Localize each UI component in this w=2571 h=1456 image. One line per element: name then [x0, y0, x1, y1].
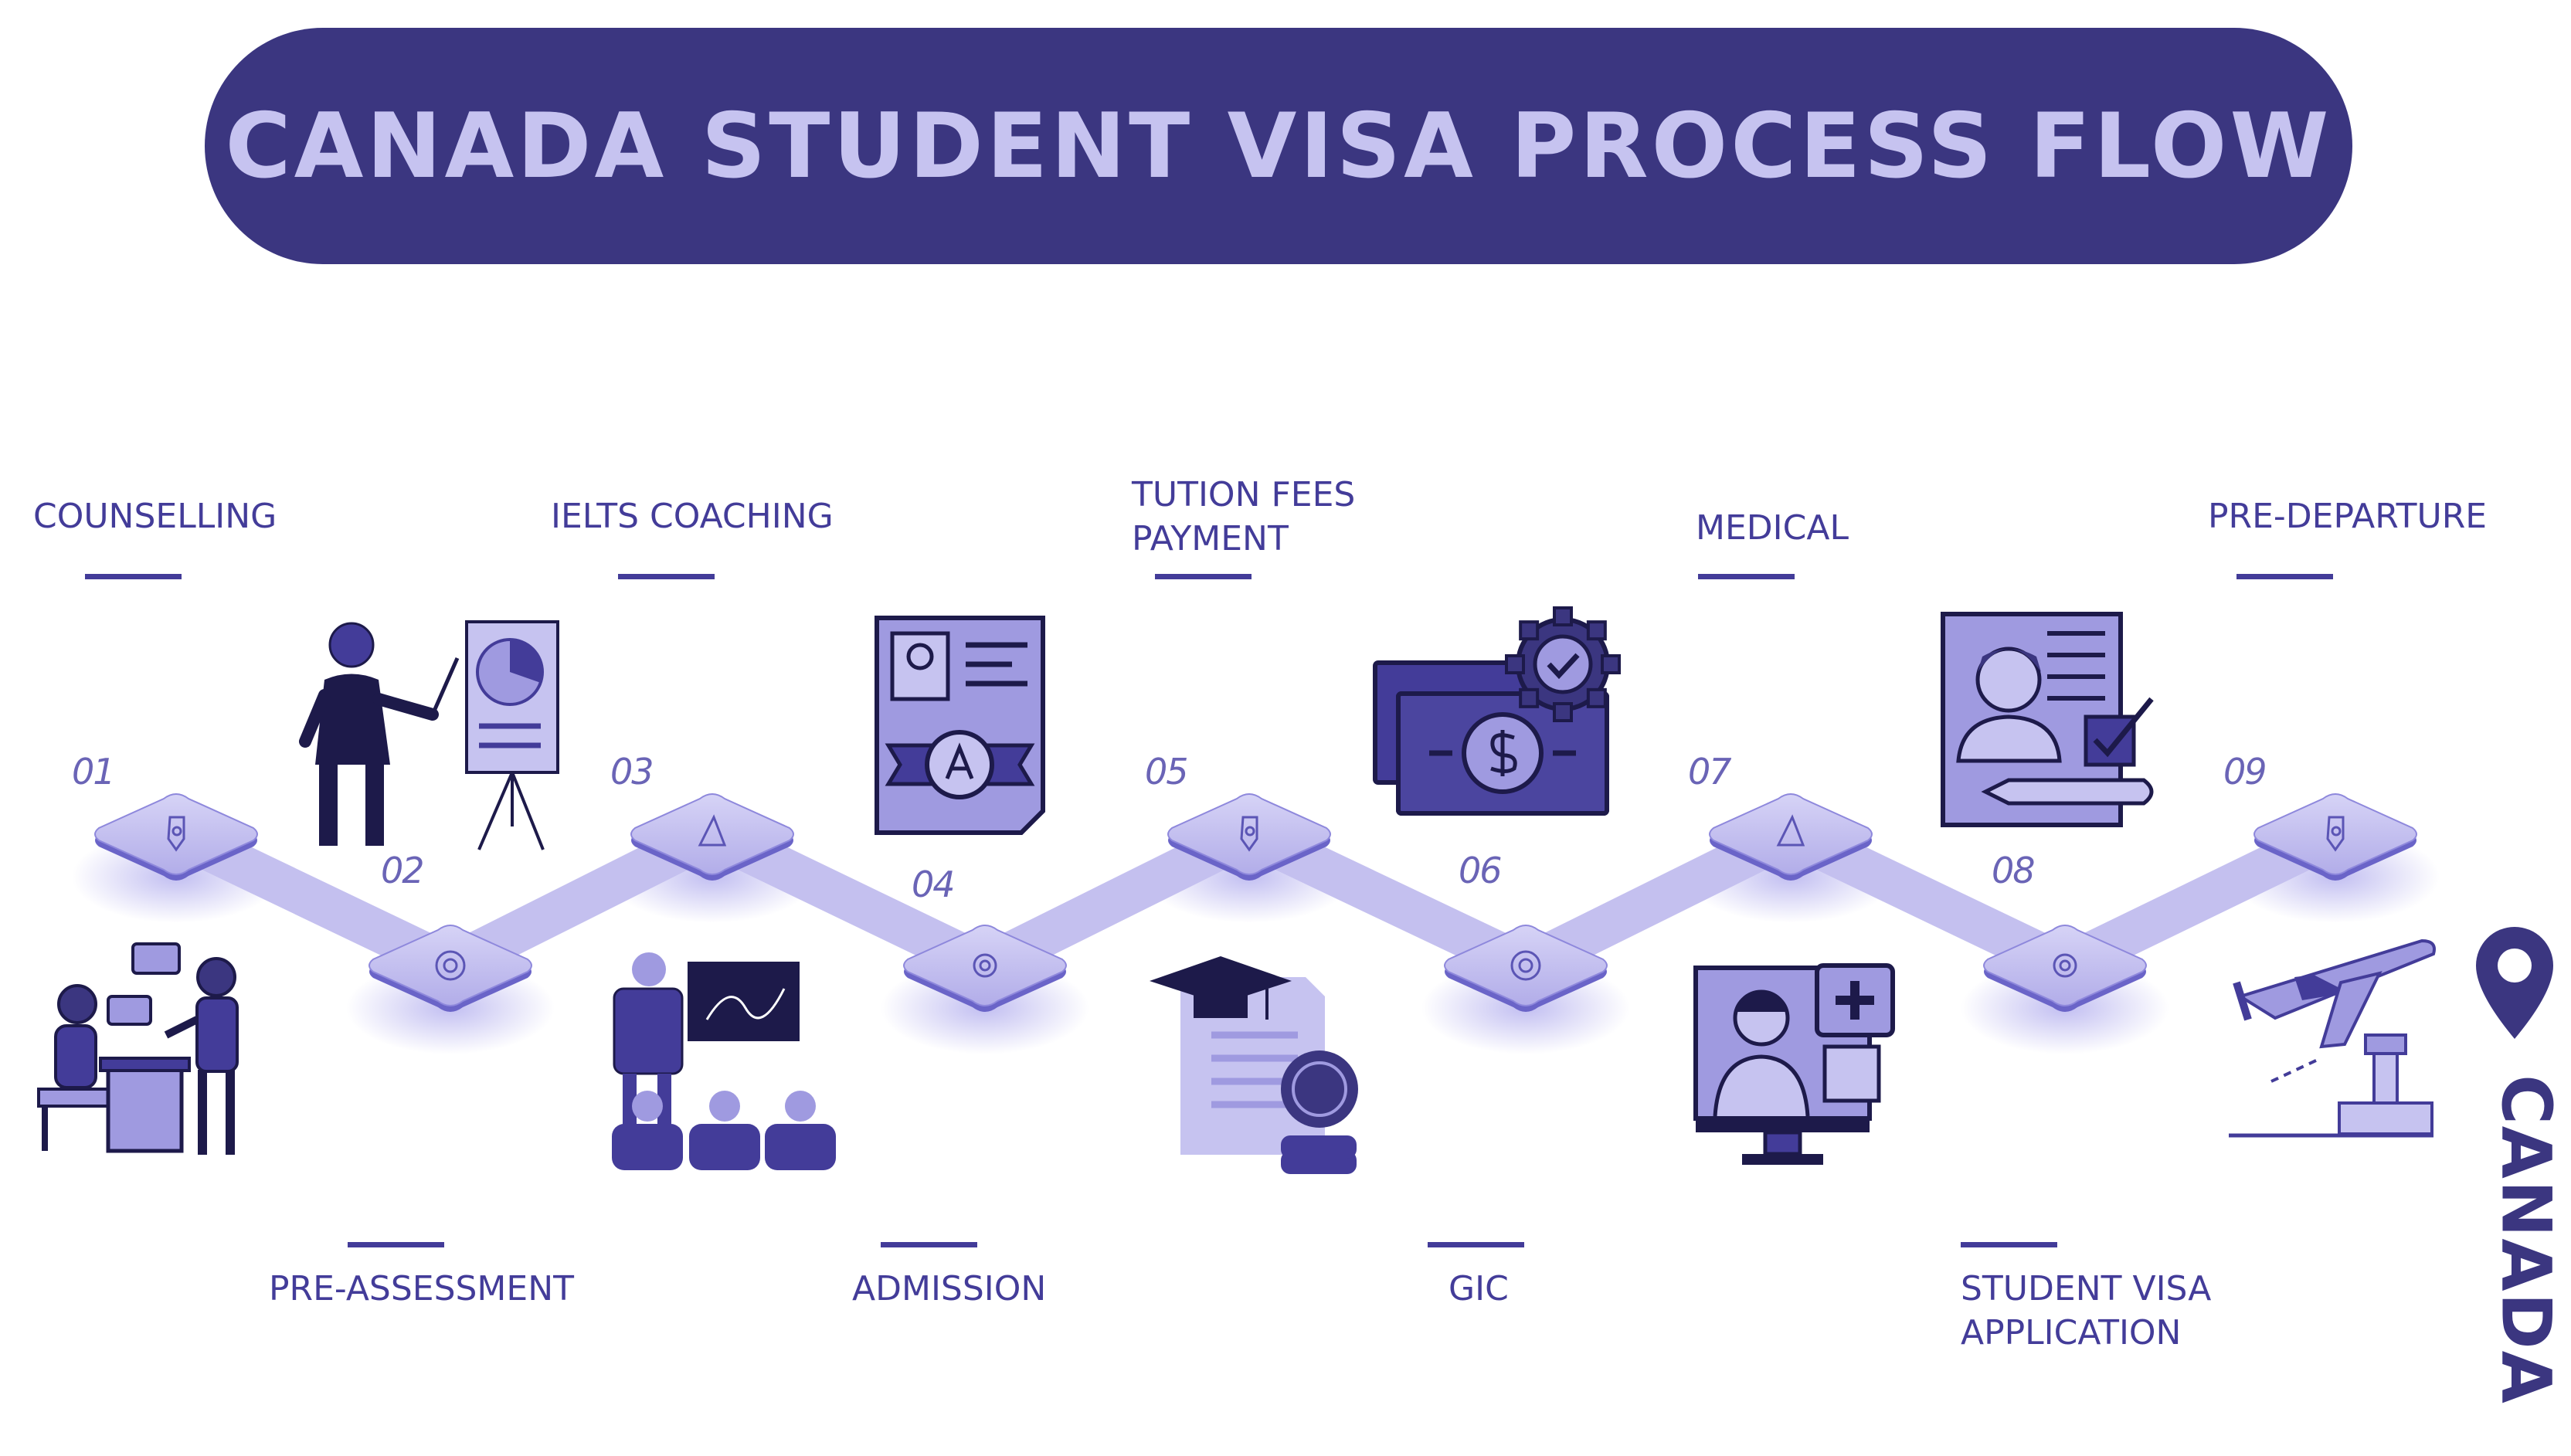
- node-glyph-icon: [167, 816, 185, 852]
- step-label-line: PRE-DEPARTURE: [2208, 497, 2488, 536]
- title-banner: CANADA STUDENT VISA PROCESS FLOW: [205, 28, 2352, 264]
- step-node-4: [903, 924, 1067, 1012]
- node-glyph-icon: [2053, 953, 2077, 978]
- step-label-line: MEDICAL: [1696, 508, 1849, 548]
- node-diamond: [1444, 924, 1608, 1007]
- node-diamond: [630, 792, 794, 876]
- step-node-2: [368, 924, 532, 1012]
- step-node-8: [1983, 924, 2147, 1012]
- node-glyph-icon: [435, 950, 466, 981]
- location-pin-icon: [2476, 927, 2553, 1039]
- step-node-9: [2253, 792, 2417, 881]
- destination-label: CANADA: [2484, 1074, 2569, 1405]
- step-number: 05: [1145, 751, 1189, 792]
- step-label-4: ADMISSION: [852, 1267, 1046, 1311]
- step-label-8: STUDENT VISA APPLICATION: [1961, 1267, 2211, 1355]
- step-node-5: [1167, 792, 1331, 881]
- step-label-line: APPLICATION: [1961, 1313, 2182, 1352]
- node-glyph-icon: [973, 953, 997, 978]
- step-label-line: PRE-ASSESSMENT: [269, 1269, 574, 1308]
- node-diamond: [368, 924, 532, 1007]
- step-underline: [618, 574, 715, 579]
- step-label-9: PRE-DEPARTURE: [2208, 494, 2487, 538]
- page-title: CANADA STUDENT VISA PROCESS FLOW: [225, 93, 2332, 199]
- step-number: 08: [1992, 850, 2036, 891]
- step-number: 01: [72, 751, 116, 792]
- step-node-3: [630, 792, 794, 881]
- step-number: 02: [381, 850, 425, 891]
- visa-application-form-icon: [1941, 612, 2154, 827]
- airplane-departure-icon: [2229, 938, 2436, 1138]
- step-underline: [1961, 1242, 2057, 1247]
- ielts-coaching-class-icon: [612, 952, 836, 1170]
- admission-certificate-icon: [875, 616, 1045, 835]
- node-glyph-icon: [1240, 816, 1258, 852]
- step-number: 03: [610, 751, 654, 792]
- node-diamond: [903, 924, 1067, 1007]
- step-label-2: PRE-ASSESSMENT: [269, 1267, 574, 1311]
- step-node-7: [1709, 792, 1873, 881]
- step-underline: [1155, 574, 1252, 579]
- node-glyph-icon: [1776, 814, 1805, 847]
- step-underline: [85, 574, 182, 579]
- destination-text: CANADA: [2486, 1074, 2566, 1405]
- step-label-5: TUTION FEES PAYMENT: [1132, 473, 1355, 561]
- step-label-line: STUDENT VISA: [1961, 1269, 2212, 1308]
- step-label-6: GIC: [1449, 1267, 1509, 1311]
- step-label-line: COUNSELLING: [33, 497, 277, 536]
- presenter-chart-icon: [299, 620, 559, 850]
- step-underline: [881, 1242, 977, 1247]
- step-label-line: PAYMENT: [1132, 519, 1289, 558]
- node-glyph-icon: [698, 814, 727, 847]
- step-underline: [1428, 1242, 1524, 1247]
- step-label-line: TUTION FEES: [1132, 475, 1356, 514]
- online-doctor-icon: [1693, 963, 1895, 1165]
- step-underline: [2236, 574, 2333, 579]
- node-diamond: [1709, 792, 1873, 876]
- node-glyph-icon: [2326, 816, 2345, 852]
- step-number: 06: [1459, 850, 1503, 891]
- step-underline: [1698, 574, 1795, 579]
- graduation-fees-icon: [1150, 956, 1358, 1174]
- step-label-3: IELTS COACHING: [551, 494, 834, 538]
- step-underline: [348, 1242, 444, 1247]
- step-number: 04: [912, 864, 956, 905]
- node-glyph-icon: [1510, 950, 1541, 981]
- step-label-line: ADMISSION: [852, 1269, 1047, 1308]
- money-gear-icon: [1373, 606, 1621, 816]
- node-diamond: [1983, 924, 2147, 1007]
- step-node-1: [94, 792, 258, 881]
- counselling-people-icon: [37, 942, 239, 1155]
- step-node-6: [1444, 924, 1608, 1012]
- step-label-1: COUNSELLING: [33, 494, 277, 538]
- step-label-line: IELTS COACHING: [551, 497, 834, 536]
- step-number: 09: [2223, 751, 2267, 792]
- step-number: 07: [1688, 751, 1732, 792]
- step-label-7: MEDICAL: [1696, 506, 1849, 550]
- step-label-line: GIC: [1449, 1269, 1509, 1308]
